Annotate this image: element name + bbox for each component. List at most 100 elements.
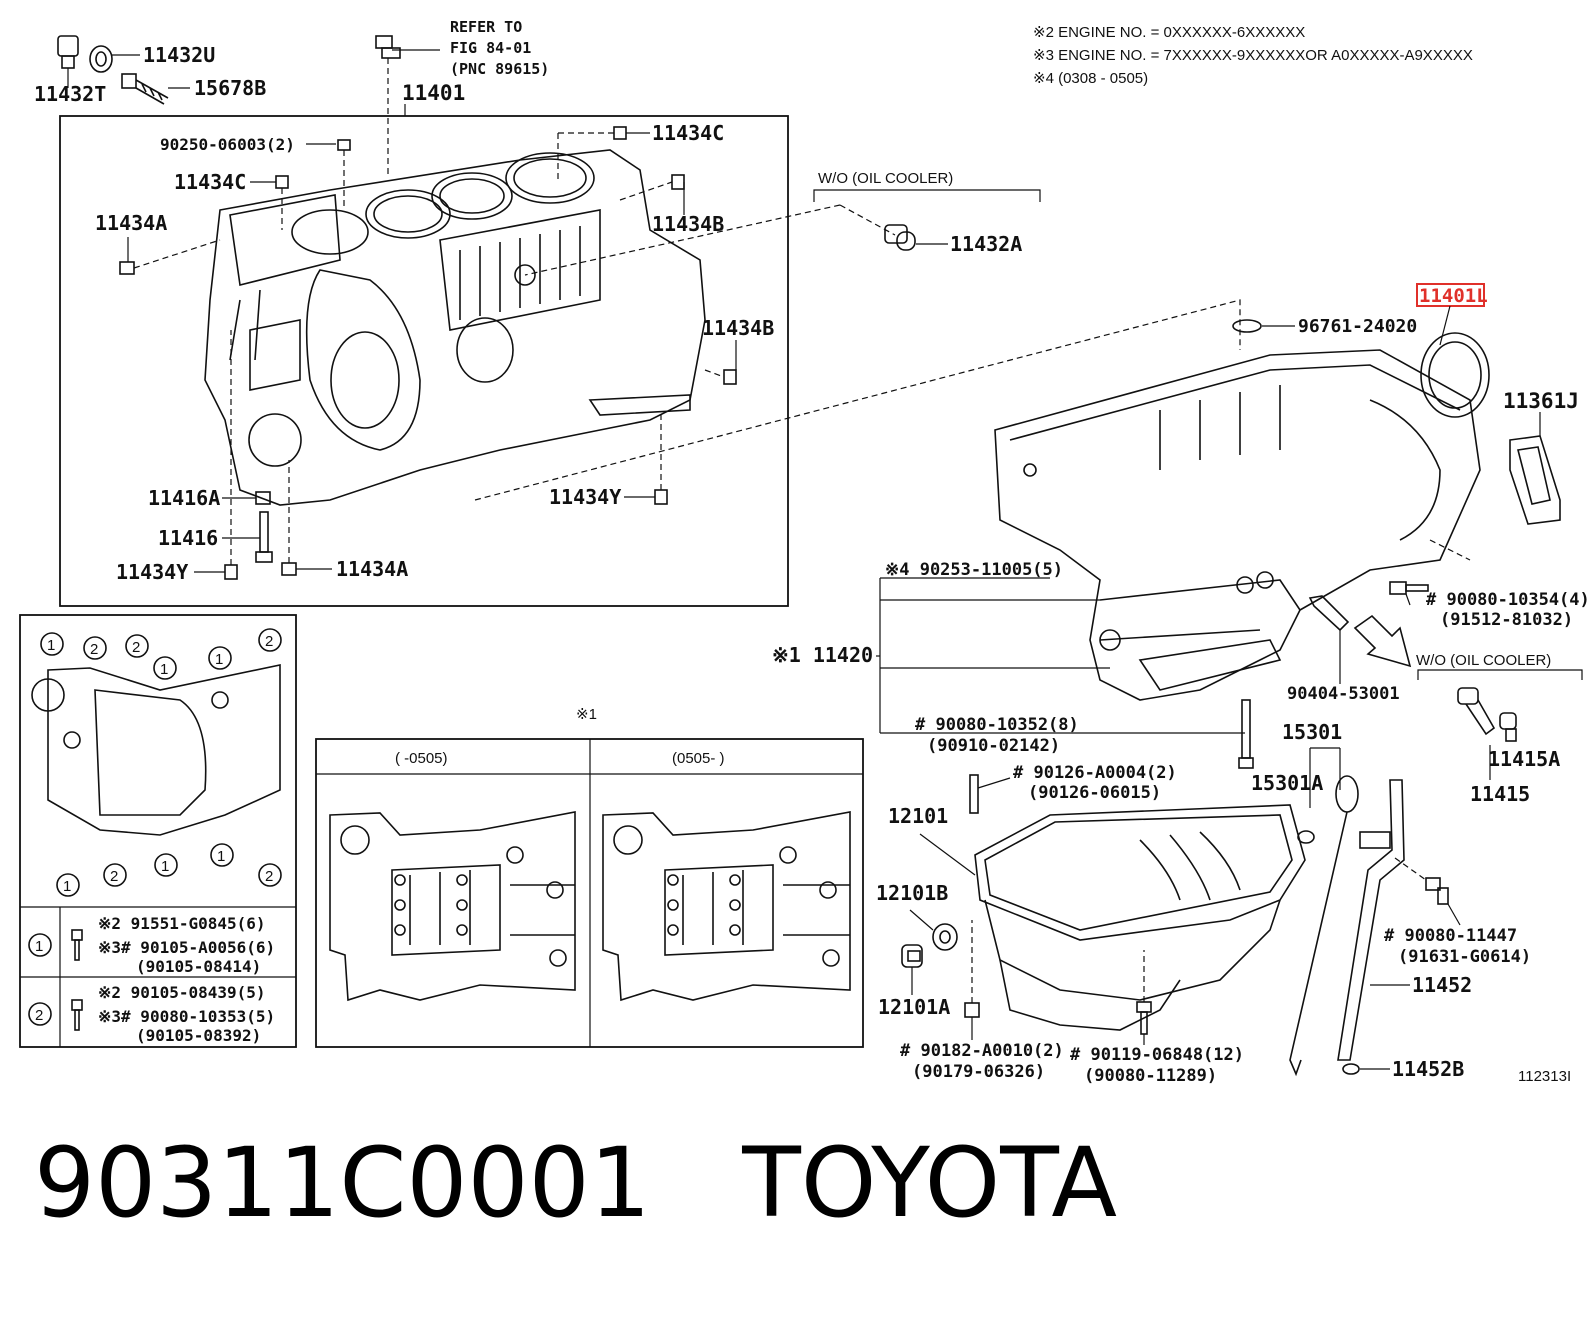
pin-11434C-left-icon	[275, 175, 289, 189]
label-90080-11447: # 90080-11447	[1384, 926, 1517, 946]
detail-left-header: ( -0505)	[395, 750, 448, 767]
label-11452B: 11452B	[1392, 1057, 1464, 1081]
refer-line-2: FIG 84-01	[450, 39, 531, 57]
key-marker-2: 2	[265, 633, 273, 650]
label-91512: (91512-81032)	[1440, 610, 1573, 630]
pin-11434B-top-icon	[671, 174, 685, 190]
label-15301: 15301	[1282, 720, 1342, 744]
switch-90404-icon	[1308, 595, 1350, 632]
bolt-row1-icon	[71, 929, 83, 961]
note-date-range: ※4 (0308 - 0505)	[1033, 70, 1148, 87]
bolt-row2-icon	[71, 999, 83, 1031]
refer-line-3: (PNC 89615)	[450, 60, 549, 78]
pin-11434A-bot-icon	[281, 562, 297, 576]
bolt-90080-11447-icon	[1425, 877, 1449, 905]
bolt-key-panel	[19, 614, 297, 1048]
label-90080-10352: # 90080-10352(8)	[915, 715, 1079, 735]
cover-11361J-icon	[1509, 435, 1561, 525]
label-15678B: 15678B	[194, 76, 266, 100]
label-11434B-mid: 11434B	[702, 316, 774, 340]
key-row2-label: 2	[35, 1007, 43, 1024]
bolt-pattern-drawing	[31, 664, 281, 836]
detail-right-header: (0505- )	[672, 750, 725, 767]
label-11434Y-left: 11434Y	[116, 560, 188, 584]
detail-left-drawing	[329, 811, 576, 1002]
pin-11434C-top-icon	[613, 126, 627, 140]
label-11434A-top: 11434A	[95, 211, 167, 235]
bolt-position-markers: 1 2 2 1 1 2 1 2 1 1 2	[40, 628, 282, 897]
key-marker-1: 1	[215, 651, 223, 668]
key-marker-2: 2	[110, 868, 118, 885]
key-circle-2	[28, 1002, 52, 1026]
label-90250: 90250-06003(2)	[160, 135, 295, 154]
bolt-90080-10354-icon	[1389, 581, 1429, 595]
footer-brand: TOYOTA	[742, 1127, 1118, 1239]
pin-11434Y-left-icon	[224, 564, 238, 580]
label-12101A: 12101A	[878, 995, 950, 1019]
row2-line2: ※3# 90080-10353(5)	[98, 1007, 275, 1026]
label-90080-11289: (90080-11289)	[1084, 1066, 1217, 1086]
label-11401: 11401	[402, 81, 465, 105]
label-12101B: 12101B	[876, 881, 948, 905]
label-90182: # 90182-A0010(2)	[900, 1041, 1064, 1061]
plug-11432T-icon	[57, 35, 79, 69]
row1-line2: ※3# 90105-A0056(6)	[98, 938, 275, 957]
label-90119: # 90119-06848(12)	[1070, 1045, 1244, 1065]
label-11401L[interactable]: 11401L	[1419, 285, 1488, 307]
key-circle-1	[28, 933, 52, 957]
row2-line3: (90105-08392)	[136, 1026, 261, 1045]
label-90080-10354: # 90080-10354(4)	[1426, 590, 1590, 610]
label-90179: (90179-06326)	[912, 1062, 1045, 1082]
figure-number: 112313I	[1518, 1068, 1571, 1085]
label-11434C-top: 11434C	[652, 121, 724, 145]
union-11415-icon	[1457, 687, 1517, 742]
bolt-15678B-icon	[121, 73, 169, 105]
highlight-box-11401L	[1416, 283, 1485, 307]
key-marker-1: 1	[161, 858, 169, 875]
label-90253: ※4 90253-11005(5)	[885, 560, 1063, 580]
refer-line-1: REFER TO	[450, 18, 522, 36]
label-11432T: 11432T	[34, 82, 106, 106]
label-11415A: 11415A	[1488, 747, 1560, 771]
label-11434C-left: 11434C	[174, 170, 246, 194]
key-marker-1: 1	[63, 878, 71, 895]
label-90126: # 90126-A0004(2)	[1013, 763, 1177, 783]
nut-90182-icon	[964, 1002, 980, 1018]
key-marker-2: 2	[90, 641, 98, 658]
o-ring-11452B-icon	[1342, 1063, 1360, 1075]
key-marker-1: 1	[47, 637, 55, 654]
wo-oil-cooler-right: W/O (OIL COOLER)	[1416, 652, 1551, 669]
plug-11432A-icon	[884, 224, 916, 251]
label-11434Y-mid: 11434Y	[549, 485, 621, 509]
label-90910: (90910-02142)	[927, 736, 1060, 756]
label-11416: 11416	[158, 526, 218, 550]
label-91631: (91631-G0614)	[1398, 947, 1531, 967]
dowel-90250-icon	[337, 139, 351, 151]
label-90126b: (90126-06015)	[1028, 783, 1161, 803]
pin-11434Y-mid-icon	[654, 489, 668, 505]
wo-oil-cooler-top: W/O (OIL COOLER)	[818, 170, 953, 187]
knock-sensor-icon	[375, 35, 401, 59]
oil-seal-ring-icon	[1232, 319, 1262, 333]
key-marker-1: 1	[160, 661, 168, 678]
cylinder-block-drawing	[204, 149, 706, 506]
detail-mark: ※1	[576, 706, 597, 723]
row1-line3: (90105-08414)	[136, 957, 261, 976]
plug-12101A-icon	[901, 944, 923, 968]
bolt-11416-icon	[255, 511, 273, 563]
key-marker-2: 2	[265, 868, 273, 885]
label-96761: 96761-24020	[1298, 316, 1417, 337]
label-15301A: 15301A	[1251, 771, 1323, 795]
pin-11434B-mid-icon	[723, 369, 737, 385]
label-11415: 11415	[1470, 782, 1530, 806]
label-11434B-top: 11434B	[652, 212, 724, 236]
oil-pan-drawing	[974, 804, 1306, 1031]
footer-part-number: 90311C0001	[34, 1127, 651, 1239]
bolt-90080-10352-icon	[1238, 699, 1254, 769]
gasket-12101B-icon	[932, 923, 958, 951]
label-11432U: 11432U	[143, 43, 215, 67]
pin-11434A-top-icon	[119, 261, 135, 275]
label-11361J: 11361J	[1503, 389, 1579, 413]
label-11432A: 11432A	[950, 232, 1022, 256]
footer-caption: 90311C0001 TOYOTA	[34, 1135, 1117, 1231]
